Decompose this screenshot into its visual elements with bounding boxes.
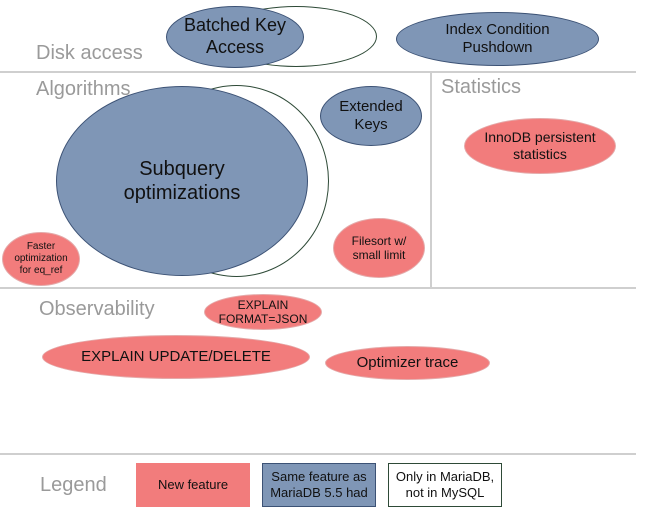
feature-label: EXPLAIN FORMAT=JSON — [218, 297, 308, 326]
feature-faster-eq-ref: Faster optimization for eq_ref — [2, 232, 80, 286]
divider-disk-access — [0, 71, 636, 73]
divider-observability — [0, 453, 636, 455]
feature-explain-format-json: EXPLAIN FORMAT=JSON — [204, 294, 322, 330]
feature-label: Index Condition Pushdown — [445, 21, 550, 56]
divider-algorithms — [0, 287, 636, 289]
feature-extended-keys: Extended Keys — [320, 86, 422, 146]
feature-innodb-persistent-statistics: InnoDB persistent statistics — [464, 118, 616, 174]
feature-label: EXPLAIN UPDATE/DELETE — [81, 348, 271, 365]
legend-label: Same feature as MariaDB 5.5 had — [270, 468, 368, 500]
divider-statistics — [430, 72, 432, 287]
legend-only-mariadb: Only in MariaDB, not in MySQL — [388, 463, 502, 507]
feature-subquery-optimizations: Subquery optimizations — [56, 86, 308, 276]
feature-label: Subquery optimizations — [123, 158, 241, 204]
feature-index-condition-pushdown: Index Condition Pushdown — [396, 12, 599, 66]
section-title-observability: Observability — [39, 298, 155, 320]
feature-label: Extended Keys — [339, 98, 403, 133]
feature-label: Optimizer trace — [356, 354, 459, 371]
feature-filesort-small-limit: Filesort w/ small limit — [333, 218, 425, 278]
section-title-disk-access: Disk access — [36, 42, 143, 64]
feature-label: Filesort w/ small limit — [351, 233, 407, 262]
feature-label: Batched Key Access — [183, 15, 287, 57]
feature-label: InnoDB persistent statistics — [484, 129, 596, 162]
section-title-algorithms: Algorithms — [36, 78, 131, 100]
section-title-statistics: Statistics — [441, 76, 522, 98]
legend-same-feature: Same feature as MariaDB 5.5 had — [262, 463, 376, 507]
legend-new-feature: New feature — [136, 463, 250, 507]
feature-explain-update-delete: EXPLAIN UPDATE/DELETE — [42, 335, 310, 379]
section-title-legend: Legend — [40, 474, 107, 496]
feature-batched-key-access: Batched Key Access — [166, 6, 304, 68]
legend-label: New feature — [157, 476, 229, 492]
legend-label: Only in MariaDB, not in MySQL — [395, 468, 495, 500]
feature-label: Faster optimization for eq_ref — [14, 241, 68, 276]
feature-optimizer-trace: Optimizer trace — [325, 346, 490, 380]
